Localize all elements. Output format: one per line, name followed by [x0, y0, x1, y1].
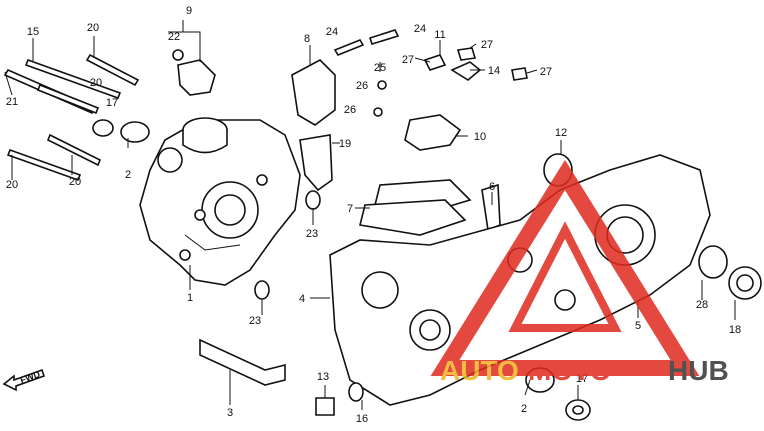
callout-26b: 26: [344, 104, 356, 116]
callout-9: 9: [186, 5, 192, 17]
fwd-label: FWD: [19, 369, 42, 386]
callout-2a: 2: [125, 169, 131, 181]
callout-17a: 17: [106, 97, 118, 109]
watermark-auto: AUTO: [440, 355, 519, 386]
tube-part-3: [199, 338, 286, 386]
callout-27a: 27: [402, 54, 414, 66]
callout-18: 18: [729, 324, 741, 336]
callout-26a: 26: [356, 80, 368, 92]
callout-labels: 9 22 20 15 20 21 17 2 20 20 1 23 23 3 8 …: [6, 5, 741, 425]
callout-2b: 2: [521, 403, 527, 415]
automotohub-watermark: AUTO MOTO HUB: [430, 159, 729, 386]
callout-13: 13: [317, 371, 329, 383]
callout-20c: 20: [6, 179, 18, 191]
callout-19: 19: [339, 138, 351, 150]
forward-arrow: FWD: [2, 369, 46, 392]
dowel-pin-23a: [305, 190, 321, 210]
callout-3: 3: [227, 407, 233, 419]
callout-23b: 23: [249, 315, 261, 327]
callout-10: 10: [474, 131, 486, 143]
callout-27b: 27: [481, 39, 493, 51]
callout-20d: 20: [69, 176, 81, 188]
left-bolts: [3, 49, 216, 182]
callout-15: 15: [27, 26, 39, 38]
callout-6: 6: [489, 181, 495, 193]
callout-24b: 24: [414, 23, 426, 35]
callout-7: 7: [347, 203, 353, 215]
right-crankcase: [329, 154, 711, 406]
callout-28: 28: [696, 299, 708, 311]
callout-8: 8: [304, 33, 310, 45]
left-crankcase: [139, 117, 301, 286]
callout-20b: 20: [90, 77, 102, 89]
callout-11: 11: [434, 29, 445, 41]
callout-27c: 27: [540, 66, 552, 78]
watermark-hub: HUB: [668, 355, 729, 386]
watermark-moto: MOTO: [528, 355, 611, 386]
callout-4: 4: [299, 293, 305, 305]
gasket-parts: [359, 114, 472, 236]
callout-16: 16: [356, 413, 368, 425]
dowel-pin-23b: [254, 280, 270, 300]
callout-20a: 20: [87, 22, 99, 34]
callout-5: 5: [635, 320, 641, 332]
callout-12: 12: [555, 127, 567, 139]
small-bolts-top: [423, 47, 528, 232]
callout-22: 22: [168, 31, 180, 43]
callout-25: 25: [374, 62, 386, 74]
callout-24a: 24: [326, 26, 338, 38]
callout-21: 21: [6, 96, 18, 108]
callout-1: 1: [187, 292, 193, 304]
oil-pump-assembly: [291, 29, 400, 192]
callout-23a: 23: [306, 228, 318, 240]
callout-14: 14: [488, 65, 500, 77]
